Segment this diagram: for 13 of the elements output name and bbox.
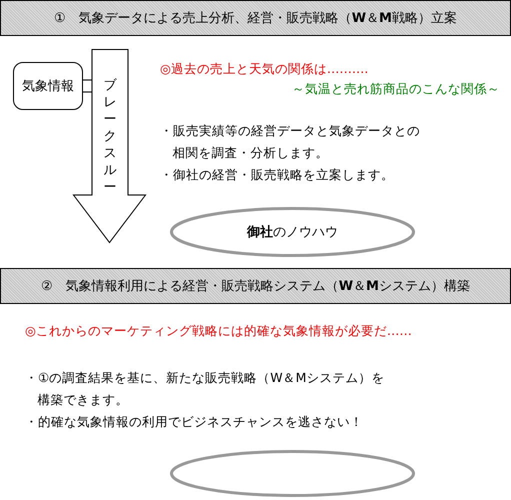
bullet-text: ・①の調査結果を基に、新たな販売戦略（W＆Mシステム）を構築できます。 bbox=[25, 369, 385, 409]
ellipse-shape: 御社のノウハウ bbox=[170, 207, 415, 257]
down-arrow-shape: ブレークスルー bbox=[73, 49, 146, 243]
bullet-text: ・御社の経営・販売戦略を立案します。 bbox=[160, 166, 395, 184]
heading-note: ◎過去の売上と天気の関係は………. bbox=[160, 60, 370, 78]
section-banner: ② 気象情報利用による経営・販売戦略システム（W＆Mシステム）構築 bbox=[0, 268, 511, 304]
section-banner: ① 気象データによる売上分析、経営・販売戦略（W＆M戦略）立案 bbox=[0, 0, 511, 36]
bullet-text: ・販売実績等の経営データと気象データとの相関を調査・分析します。 bbox=[160, 122, 421, 162]
bullet-text: ・的確な気象情報の利用でビジネスチャンスを逃さない！ bbox=[25, 413, 364, 431]
heading-note: ◎これからのマーケティング戦略には的確な気象情報が必要だ…… bbox=[25, 322, 413, 340]
info-box: 気象情報 bbox=[13, 62, 83, 110]
ellipse-shape bbox=[170, 450, 415, 497]
sub-note: ～気温と売れ筋商品のこんな関係～ bbox=[291, 80, 500, 98]
